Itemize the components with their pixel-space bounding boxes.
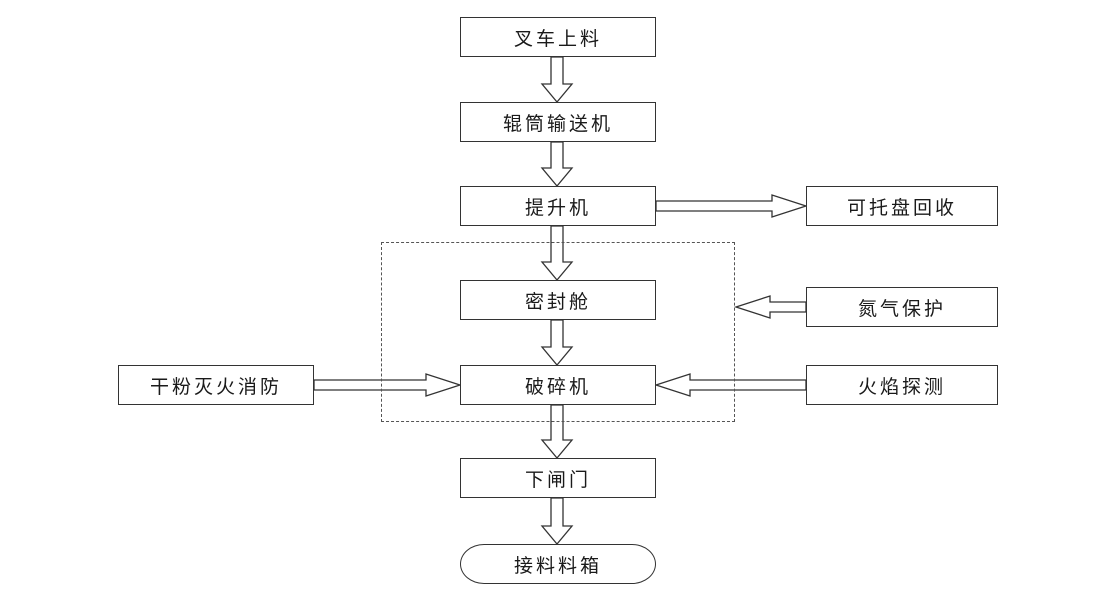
node-dry-powder-fire-extinguishing: 干粉灭火消防	[118, 365, 314, 405]
node-roller-conveyor: 辊筒输送机	[460, 102, 656, 142]
arrow-fire-extinguishing-to-crusher	[313, 373, 463, 397]
node-lower-gate: 下闸门	[460, 458, 656, 498]
node-forklift-loading: 叉车上料	[460, 17, 656, 57]
sealed-crushing-group	[381, 242, 735, 422]
arrow-crusher-to-lower-gate	[540, 404, 574, 460]
node-elevator: 提升机	[460, 186, 656, 226]
arrow-sealed-chamber-to-crusher	[540, 319, 574, 367]
arrow-nitrogen-to-sealed-group	[733, 295, 807, 319]
arrow-forklift-to-conveyor	[540, 56, 574, 104]
arrow-elevator-to-pallet-recycling	[655, 194, 809, 218]
node-flame-detection: 火焰探测	[806, 365, 998, 405]
arrow-conveyor-to-elevator	[540, 141, 574, 188]
node-nitrogen-protection: 氮气保护	[806, 287, 998, 327]
arrow-elevator-to-sealed-chamber	[540, 225, 574, 282]
node-pallet-recycling: 可托盘回收	[806, 186, 998, 226]
arrow-flame-detection-to-crusher	[653, 373, 807, 397]
arrow-lower-gate-to-receiving-bin	[540, 497, 574, 546]
node-crusher: 破碎机	[460, 365, 656, 405]
node-receiving-bin: 接料料箱	[460, 544, 656, 584]
node-sealed-chamber: 密封舱	[460, 280, 656, 320]
